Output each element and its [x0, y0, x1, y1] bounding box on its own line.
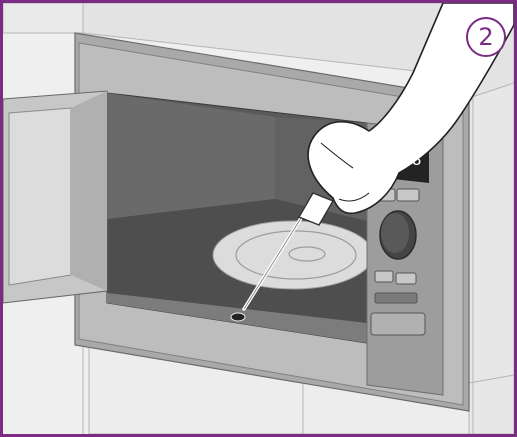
step-number-badge: 2 — [466, 17, 506, 57]
door-window — [9, 108, 71, 285]
door-release-button[interactable] — [371, 313, 425, 335]
microwave-illustration — [3, 3, 514, 434]
door-edge — [71, 91, 107, 291]
panel-button-2[interactable] — [397, 189, 419, 201]
control-dial-face — [381, 213, 409, 253]
upper-cabinet-left — [3, 3, 83, 33]
panel-button-4[interactable] — [396, 273, 416, 284]
step-number: 2 — [478, 25, 493, 49]
digital-display: 0:88 — [381, 143, 435, 179]
screw-hole — [231, 313, 245, 321]
panel-button-3[interactable] — [375, 271, 393, 282]
start-button[interactable] — [375, 293, 417, 303]
display-time: 0:88 — [383, 150, 422, 169]
